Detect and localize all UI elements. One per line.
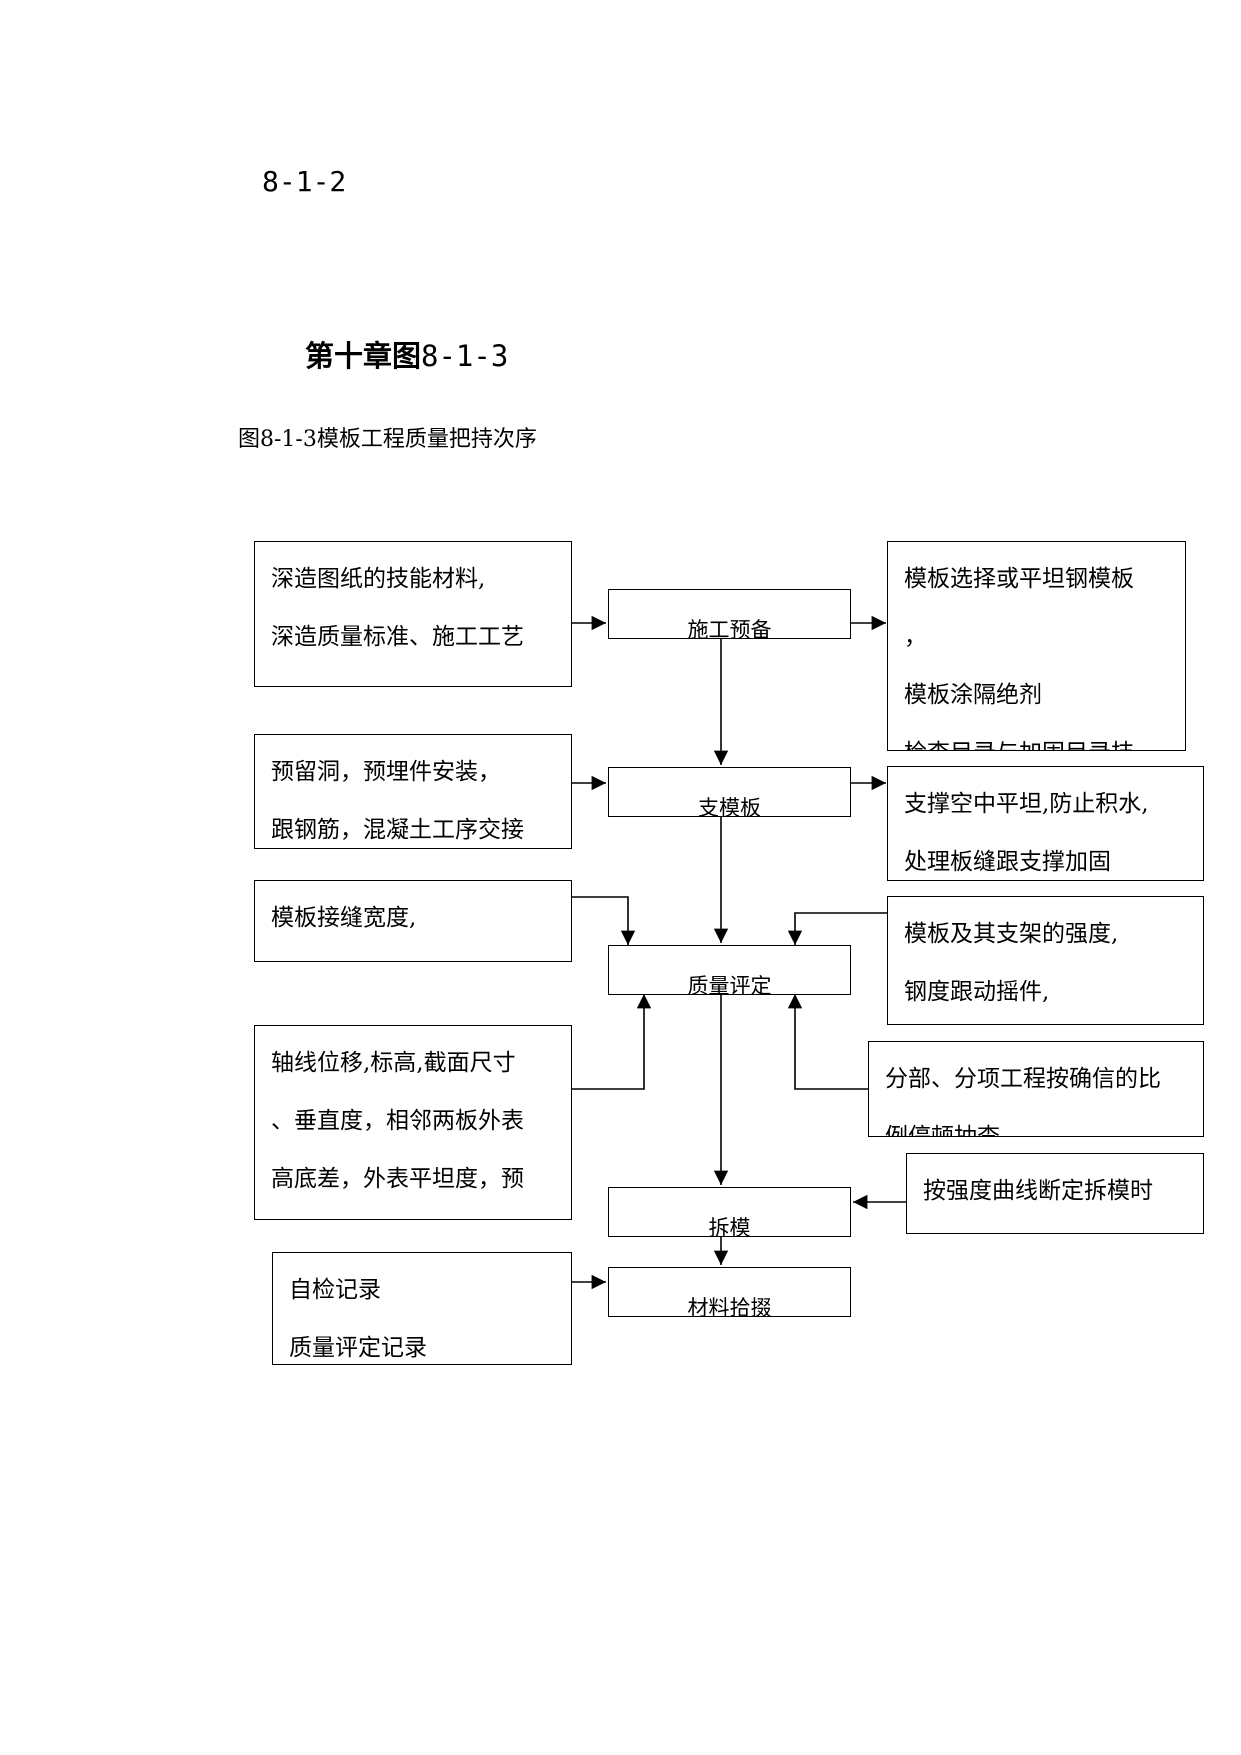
step-prep: 施工预备 [608, 589, 851, 639]
step-support-label: 支模板 [698, 796, 761, 817]
box-template-selection: 模板选择或平坦钢模板 ， 模板涂隔绝剂 检查目录与加固目录技 [887, 541, 1186, 751]
box-support-flat: 支撑空中平坦,防止积水, 处理板缝跟支撑加固 [887, 766, 1204, 881]
box-text-line: 深造图纸的技能材料, [271, 566, 486, 592]
step-remove: 拆模 [608, 1187, 851, 1237]
box-text-line: 预留洞，预埋件安装， [271, 759, 501, 785]
box-support-inputs: 预留洞，预埋件安装， 跟钢筋，混凝土工序交接 [254, 734, 572, 849]
box-strength: 模板及其支架的强度, 钢度跟动摇件, [887, 896, 1204, 1025]
box-text-line: 跟钢筋，混凝土工序交接 [271, 817, 524, 843]
box-text-line: 模板接缝宽度, [271, 905, 417, 931]
box-joint-width: 模板接缝宽度, [254, 880, 572, 962]
arrow-sampling [787, 994, 868, 1090]
step-quality: 质量评定 [608, 945, 851, 995]
box-text-line: 检查目录与加固目录技 [904, 724, 1185, 750]
figure-caption: 图8-1-3模板工程质量把持次序 [238, 427, 537, 452]
box-text-line: 自检记录 [289, 1277, 381, 1303]
box-axis-checks: 轴线位移,标高,截面尺寸 、垂直度，相邻两板外表 高底差，外表平坦度，预 [254, 1025, 572, 1220]
section-number: 8-1-2 [262, 165, 347, 198]
box-text-line: ， [904, 624, 927, 650]
step-prep-label: 施工预备 [687, 618, 772, 639]
arrow-strength [787, 912, 887, 945]
step-clean-label: 材料拾掇 [687, 1296, 772, 1317]
box-sampling: 分部、分项工程按确信的比 例停顿抽查 [868, 1041, 1204, 1137]
chapter-heading-text: 第十章图 [305, 339, 422, 373]
box-text-line: 、垂直度，相邻两板外表 [271, 1108, 524, 1134]
box-text-line: 模板涂隔绝剂 [904, 682, 1042, 708]
step-clean: 材料拾掇 [608, 1267, 851, 1317]
box-text-line: 质量评定记录 [289, 1335, 427, 1361]
chapter-heading: 第十章图8-1-3 [305, 336, 508, 376]
arrow-joint-width [571, 896, 636, 945]
step-support: 支模板 [608, 767, 851, 817]
step-remove-label: 拆模 [708, 1216, 751, 1237]
box-records: 自检记录 质量评定记录 [272, 1252, 572, 1365]
step-quality-label: 质量评定 [687, 974, 772, 995]
arrow-axis-checks [571, 994, 652, 1090]
box-strength-curve: 按强度曲线断定拆模时 [906, 1153, 1204, 1234]
box-text-line: 钢度跟动摇件, [904, 979, 1050, 1005]
box-text-line: 轴线位移,标高,截面尺寸 [271, 1050, 516, 1076]
box-text-line: 例停顿抽查 [885, 1124, 1000, 1137]
box-text-line: 深造质量标准、施工工艺 [271, 624, 524, 650]
box-text-line: 模板及其支架的强度, [904, 921, 1119, 947]
box-text-line: 按强度曲线断定拆模时 [923, 1178, 1153, 1204]
box-text-line: 支撑空中平坦,防止积水, [904, 791, 1149, 817]
chapter-heading-number: 8-1-3 [421, 339, 509, 373]
box-text-line: 分部、分项工程按确信的比 [885, 1066, 1161, 1092]
box-text-line: 处理板缝跟支撑加固 [904, 849, 1111, 875]
box-prep-inputs: 深造图纸的技能材料, 深造质量标准、施工工艺 [254, 541, 572, 687]
box-text-line: 模板选择或平坦钢模板 [904, 566, 1134, 592]
box-text-line: 高底差，外表平坦度，预 [271, 1166, 524, 1192]
